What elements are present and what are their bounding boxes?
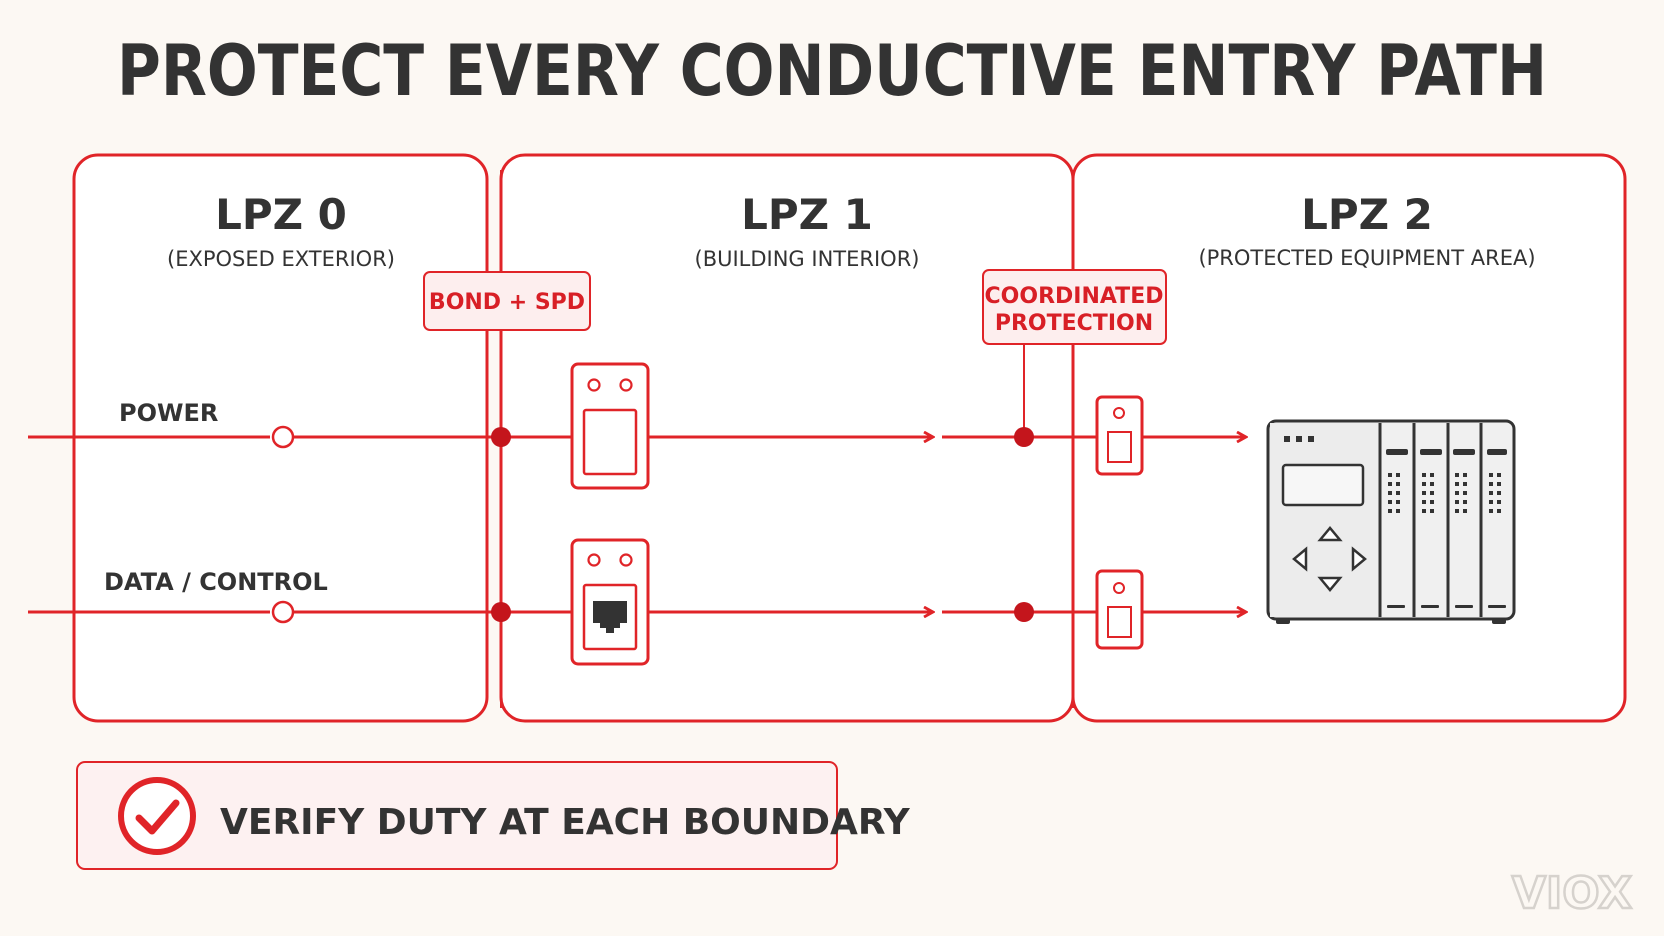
data-line-label: DATA / CONTROL <box>104 568 328 596</box>
zone-lpz1-subtitle: (BUILDING INTERIOR) <box>695 247 920 271</box>
power-bond-node <box>491 427 511 447</box>
spd-module-icon <box>570 362 650 490</box>
page-title: PROTECT EVERY CONDUCTIVE ENTRY PATH <box>117 30 1547 112</box>
zone-lpz0-subtitle: (EXPOSED EXTERIOR) <box>167 247 395 271</box>
data-coordination-node <box>1014 602 1034 622</box>
small-spd-power-icon <box>1095 395 1144 476</box>
power-line <box>28 425 1246 449</box>
power-entry-terminal <box>271 425 295 449</box>
callout-coordinated-box <box>982 269 1167 345</box>
callout-bond-spd: BOND + SPD <box>429 290 585 315</box>
zone-lpz2-subtitle: (PROTECTED EQUIPMENT AREA) <box>1198 246 1535 270</box>
power-coordination-node <box>1014 427 1034 447</box>
checkmark-icon <box>118 777 196 855</box>
data-entry-terminal <box>271 600 295 624</box>
zone-lpz2-title: LPZ 2 <box>1301 190 1433 239</box>
small-spd-data-icon <box>1095 569 1144 650</box>
callout-coordinated-line2: PROTECTION <box>995 311 1153 336</box>
zone-lpz1-title: LPZ 1 <box>741 190 873 239</box>
zone-lpz0-title: LPZ 0 <box>215 190 347 239</box>
callout-bond-spd-box <box>423 271 591 331</box>
rj45-port-icon <box>570 538 650 666</box>
plc-controller-icon <box>1266 419 1516 624</box>
brand-watermark: VIOX <box>1512 868 1632 919</box>
data-line <box>28 600 1246 624</box>
verify-box <box>76 761 838 870</box>
data-bond-node <box>491 602 511 622</box>
power-line-label: POWER <box>119 399 218 427</box>
verify-text: VERIFY DUTY AT EACH BOUNDARY <box>220 802 911 843</box>
callout-coordinated-line1: COORDINATED <box>985 284 1164 309</box>
